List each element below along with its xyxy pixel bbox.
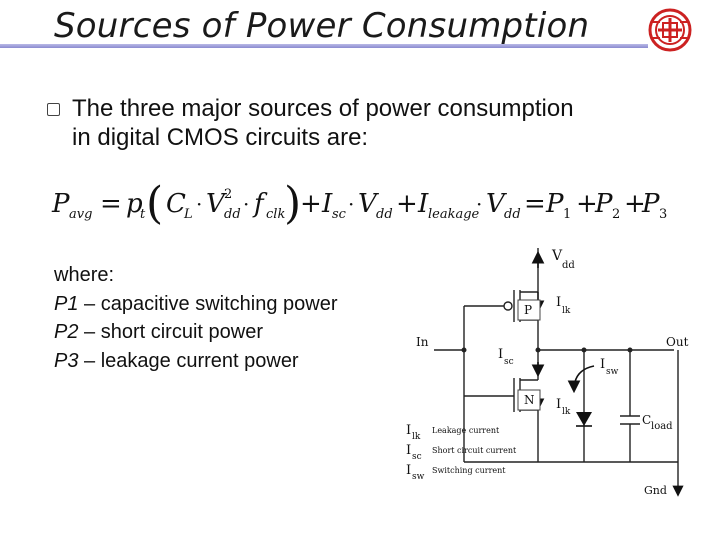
ilk-bottom-label: I <box>556 397 561 412</box>
formula-dot-3: · <box>348 192 354 216</box>
where-item-symbol: P2 <box>54 321 79 343</box>
title-underline <box>0 44 648 48</box>
formula-p1: P <box>545 189 564 219</box>
formula-fclk-sub: clk <box>266 207 285 222</box>
formula-p2-sub: 2 <box>612 207 620 222</box>
legend-sc-sub: sc <box>412 452 422 462</box>
legend-sw-sym: I <box>406 463 411 478</box>
ilk-top-label: I <box>556 295 561 310</box>
ilk-top-sub: lk <box>562 306 571 316</box>
formula-vdd: V <box>206 189 227 219</box>
gnd-label: Gnd <box>644 484 667 497</box>
pmos-bubble <box>503 301 513 311</box>
formula-p2: P <box>594 189 613 219</box>
formula-vdd-2: V <box>358 189 379 219</box>
formula-eq-1: = <box>100 189 122 219</box>
formula-p3: P <box>641 189 660 219</box>
legend-lk-desc: Leakage current <box>432 426 500 435</box>
formula-plus-3: + <box>576 189 598 219</box>
formula-plus-4: + <box>624 189 646 219</box>
formula-dot-4: · <box>476 192 482 216</box>
ilk-bottom-sub: lk <box>562 407 571 417</box>
where-item-desc: – leakage current power <box>78 349 299 372</box>
legend-sw-desc: Switching current <box>432 466 506 475</box>
pmos-label: P <box>524 303 532 317</box>
cload-sub: load <box>651 421 673 432</box>
formula-eq-2: = <box>524 189 546 219</box>
power-formula: P avg = p t ( C L · V 2 dd · f clk ) + I… <box>51 178 667 228</box>
where-item-p1: P1 – capacitive switching power <box>54 290 337 319</box>
where-label: where: <box>54 264 115 286</box>
formula-pavg: P <box>51 189 70 219</box>
vdd-label: V <box>551 248 563 264</box>
bullet-marker <box>47 103 60 116</box>
where-item-p2: P2 – short circuit power <box>54 318 337 347</box>
formula-plus-1: + <box>300 189 322 219</box>
formula-cl: C <box>166 189 186 219</box>
isw-sub: sw <box>606 367 619 377</box>
legend-lk-sub: lk <box>412 432 421 442</box>
isw-label: I <box>600 357 605 372</box>
formula-ileak-sub: leakage <box>428 207 480 222</box>
formula-isc: I <box>321 189 333 219</box>
formula-plus-2: + <box>396 189 418 219</box>
formula-pavg-sub: avg <box>69 207 92 222</box>
in-label: In <box>416 335 429 349</box>
formula-lparen: ( <box>146 178 163 228</box>
where-list: where: P1 – capacitive switching power P… <box>54 261 337 375</box>
legend-sc-desc: Short circuit current <box>432 446 517 455</box>
isc-label: I <box>498 347 503 362</box>
formula-pt: p <box>126 189 143 219</box>
legend-sc-sym: I <box>406 443 411 458</box>
title-bar: Sources of Power Consumption <box>0 0 648 46</box>
bullet-line-2: in digital CMOS circuits are: <box>72 124 369 151</box>
formula-vdd-2-sub: dd <box>376 207 393 222</box>
out-label: Out <box>666 335 689 349</box>
where-item-desc: – short circuit power <box>78 321 263 343</box>
where-item-p3: P3 – leakage current power <box>54 347 337 376</box>
formula-dot-1: · <box>196 192 202 216</box>
formula-pt-sub: t <box>140 207 146 222</box>
formula-p1-sub: 1 <box>563 207 571 222</box>
nmos-label: N <box>524 393 535 407</box>
formula-vdd-3: V <box>486 189 507 219</box>
formula-p3-sub: 3 <box>659 207 667 222</box>
isc-sub: sc <box>504 357 514 367</box>
bullet-line-1: The three major sources of power consump… <box>72 95 574 122</box>
formula-vdd-sup: 2 <box>224 187 232 202</box>
university-logo-icon <box>648 8 692 52</box>
cmos-inverter-diagram: V dd P N In Out Gnd I lk I sc I sw I lk … <box>406 248 689 497</box>
formula-rparen: ) <box>284 178 301 228</box>
vdd-label-sub: dd <box>562 260 575 271</box>
page-title: Sources of Power Consumption <box>54 6 590 46</box>
formula-vdd-3-sub: dd <box>504 207 521 222</box>
diode-symbol <box>576 412 592 426</box>
where-item-desc: – capacitive switching power <box>78 292 338 315</box>
cload-label: C <box>642 413 651 427</box>
formula-isc-sub: sc <box>332 207 347 222</box>
where-item-symbol: P1 <box>54 292 79 315</box>
formula-ileak: I <box>417 189 429 219</box>
where-item-symbol: P3 <box>54 349 79 372</box>
bullet-text: The three major sources of power consump… <box>72 94 692 152</box>
legend-sw-sub: sw <box>412 472 425 482</box>
legend-lk-sym: I <box>406 423 411 438</box>
formula-dot-2: · <box>243 192 249 216</box>
formula-vdd-sub: dd <box>224 207 241 222</box>
formula-cl-sub: L <box>183 207 193 222</box>
